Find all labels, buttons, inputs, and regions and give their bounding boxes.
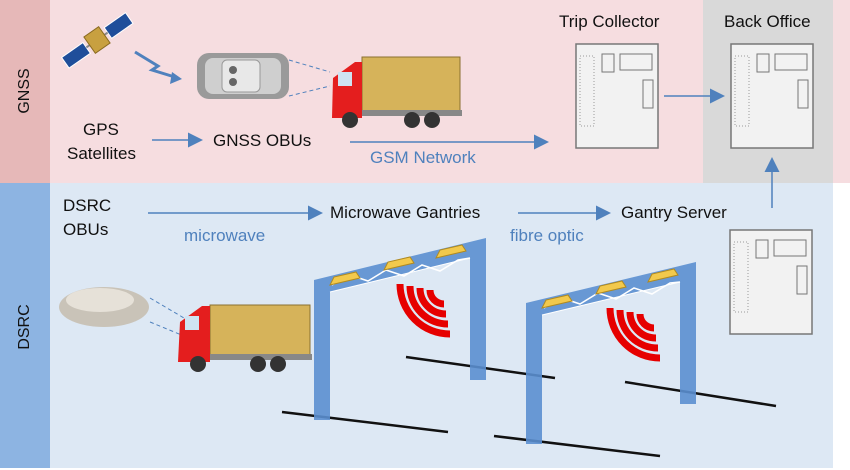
dsrc-band-label: DSRC	[16, 304, 33, 350]
gnss-tab	[0, 0, 50, 183]
microwave-signal-1	[396, 283, 451, 338]
gantry-2	[493, 262, 777, 458]
dsrc-obus-label-line2: OBUs	[63, 220, 109, 239]
gantry-server-icon	[729, 229, 813, 335]
dsrc-tab	[0, 183, 50, 468]
trip-collector-label: Trip Collector	[559, 12, 660, 31]
microwave-gantries-label: Microwave Gantries	[330, 203, 481, 222]
dsrc-truck-icon	[178, 304, 312, 372]
microwave-label: microwave	[184, 226, 266, 245]
gnss-obu-device-icon	[197, 53, 289, 99]
trip-collector-server-icon	[575, 43, 659, 149]
gnss-band-label: GNSS	[16, 68, 33, 114]
back-office-label: Back Office	[724, 12, 811, 31]
gantry-1	[281, 238, 556, 434]
gnss-truck-icon	[332, 56, 462, 128]
gps-satellites-label-line1: GPS	[83, 120, 119, 139]
gsm-network-label: GSM Network	[370, 148, 476, 167]
dsrc-obus-label-line1: DSRC	[63, 196, 112, 215]
satellite-icon	[60, 12, 134, 69]
dsrc-obu-device-icon	[59, 287, 149, 327]
gps-satellites-label-line2: Satellites	[67, 144, 136, 163]
gnss-obus-label: GNSS OBUs	[213, 131, 312, 150]
gantry-server-label: Gantry Server	[621, 203, 727, 222]
microwave-signal-2	[606, 307, 661, 362]
fibre-optic-label: fibre optic	[510, 226, 584, 245]
satellite-signal-zigzag	[134, 50, 179, 80]
back-office-server-icon	[730, 43, 814, 149]
